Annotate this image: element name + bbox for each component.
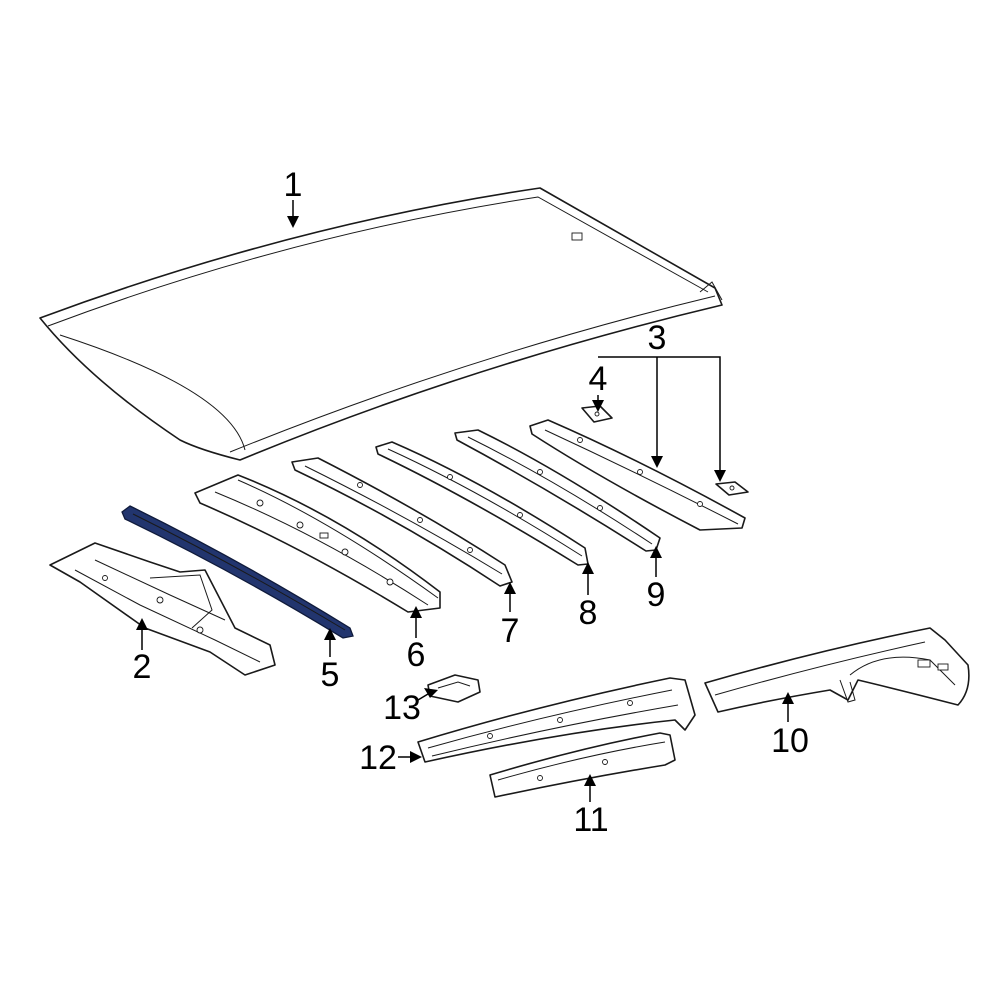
roof-bow-6 — [194, 474, 441, 613]
roof-bow-7 — [291, 457, 513, 587]
callout-13: 13 — [383, 689, 421, 727]
callout-7: 7 — [501, 612, 520, 650]
callout-11: 11 — [573, 801, 608, 839]
inner-rail-lower — [489, 732, 676, 798]
callout-6: 6 — [407, 636, 426, 674]
callout-labels: 1 2 3 4 5 6 7 8 9 10 11 12 13 — [133, 166, 809, 839]
callout-1: 1 — [284, 166, 303, 204]
rear-header-panel — [529, 419, 746, 531]
callout-5: 5 — [321, 656, 340, 694]
callout-3: 3 — [648, 319, 667, 357]
side-rail-rear — [704, 627, 970, 713]
callout-4: 4 — [589, 360, 608, 398]
roof-bow-8 — [375, 441, 589, 566]
callout-9: 9 — [647, 576, 666, 614]
callout-2: 2 — [133, 648, 152, 686]
reinforcement-bracket — [427, 674, 481, 703]
rear-header-bracket — [715, 481, 749, 496]
callout-12: 12 — [359, 739, 397, 777]
roof-panel — [39, 187, 723, 461]
roof-bow-highlighted — [121, 505, 354, 639]
callout-8: 8 — [579, 594, 598, 632]
inner-rail-upper — [417, 677, 696, 763]
leader-lines — [136, 200, 794, 802]
bracket — [581, 405, 613, 423]
callout-10: 10 — [771, 722, 809, 760]
front-header-panel — [49, 542, 276, 676]
